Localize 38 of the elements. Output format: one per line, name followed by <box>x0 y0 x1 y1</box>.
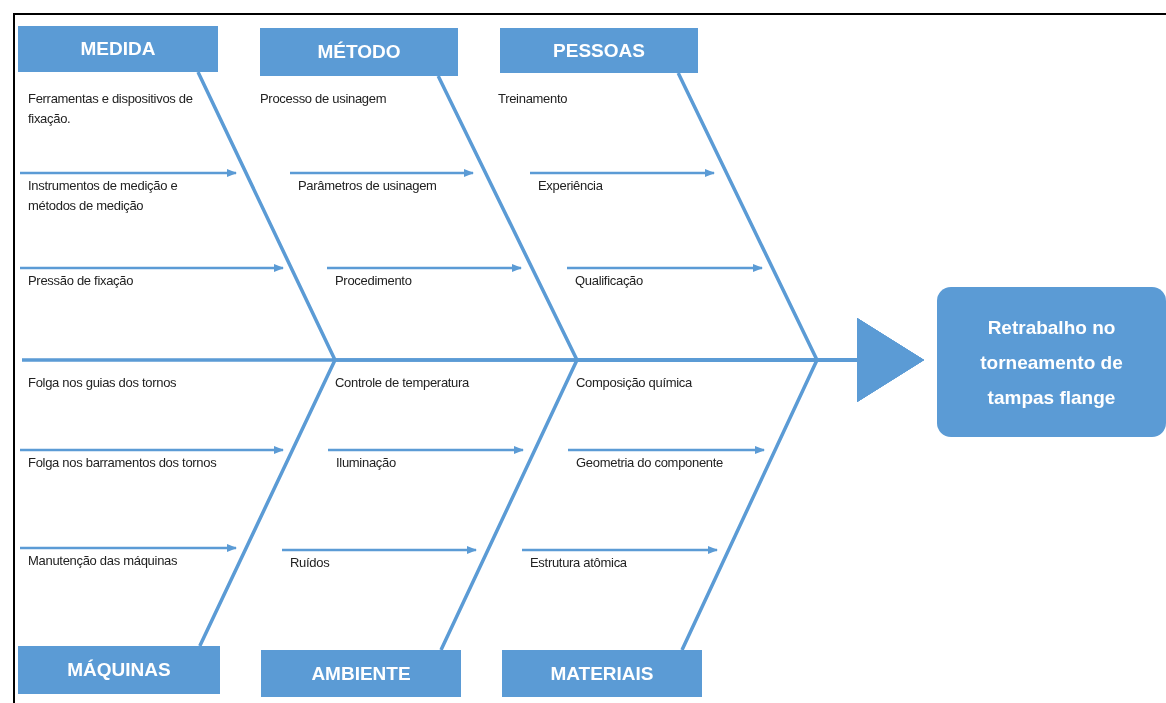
arrow <box>567 264 763 272</box>
category-box: MÉTODO <box>260 28 458 76</box>
cause-text: Pressão de fixação <box>28 271 134 291</box>
cause-text: Parâmetros de usinagem <box>298 176 437 196</box>
arrow <box>282 546 477 554</box>
category-box: MEDIDA <box>18 26 218 72</box>
cause-text: Instrumentos de medição e métodos de medição <box>28 176 208 216</box>
cause-text: Treinamento <box>498 89 568 109</box>
arrow <box>20 169 237 177</box>
cause-text: Iluminação <box>336 453 396 473</box>
arrow <box>20 544 237 552</box>
arrow <box>328 446 524 454</box>
cause-text: Controle de temperatura <box>335 373 469 393</box>
cause-text: Manutenção das máquinas <box>28 551 178 571</box>
arrow <box>20 446 284 454</box>
cause-text: Folga nos guias dos tornos <box>28 373 177 393</box>
cause-text: Composição química <box>576 373 692 393</box>
category-box: PESSOAS <box>500 28 698 73</box>
cause-text: Experiência <box>538 176 603 196</box>
effect-box: Retrabalho no torneamento de tampas flange <box>937 287 1166 437</box>
cause-text: Ferramentas e dispositivos de fixação. <box>28 89 218 129</box>
cause-text: Processo de usinagem <box>260 89 387 109</box>
cause-text: Qualificação <box>575 271 643 291</box>
arrow <box>327 264 522 272</box>
cause-text: Procedimento <box>335 271 412 291</box>
bone-arrow <box>680 318 924 651</box>
arrow <box>20 264 284 272</box>
category-box: MATERIAIS <box>502 650 702 697</box>
category-box: AMBIENTE <box>261 650 461 697</box>
cause-text: Folga nos barramentos dos tornos <box>28 453 217 473</box>
cause-text: Ruídos <box>290 553 330 573</box>
arrow <box>290 169 474 177</box>
arrow <box>522 546 718 554</box>
arrow <box>530 169 715 177</box>
category-box: MÁQUINAS <box>18 646 220 694</box>
cause-text: Geometria do componente <box>576 453 724 473</box>
arrow <box>568 446 765 454</box>
cause-text: Estrutura atômica <box>530 553 627 573</box>
